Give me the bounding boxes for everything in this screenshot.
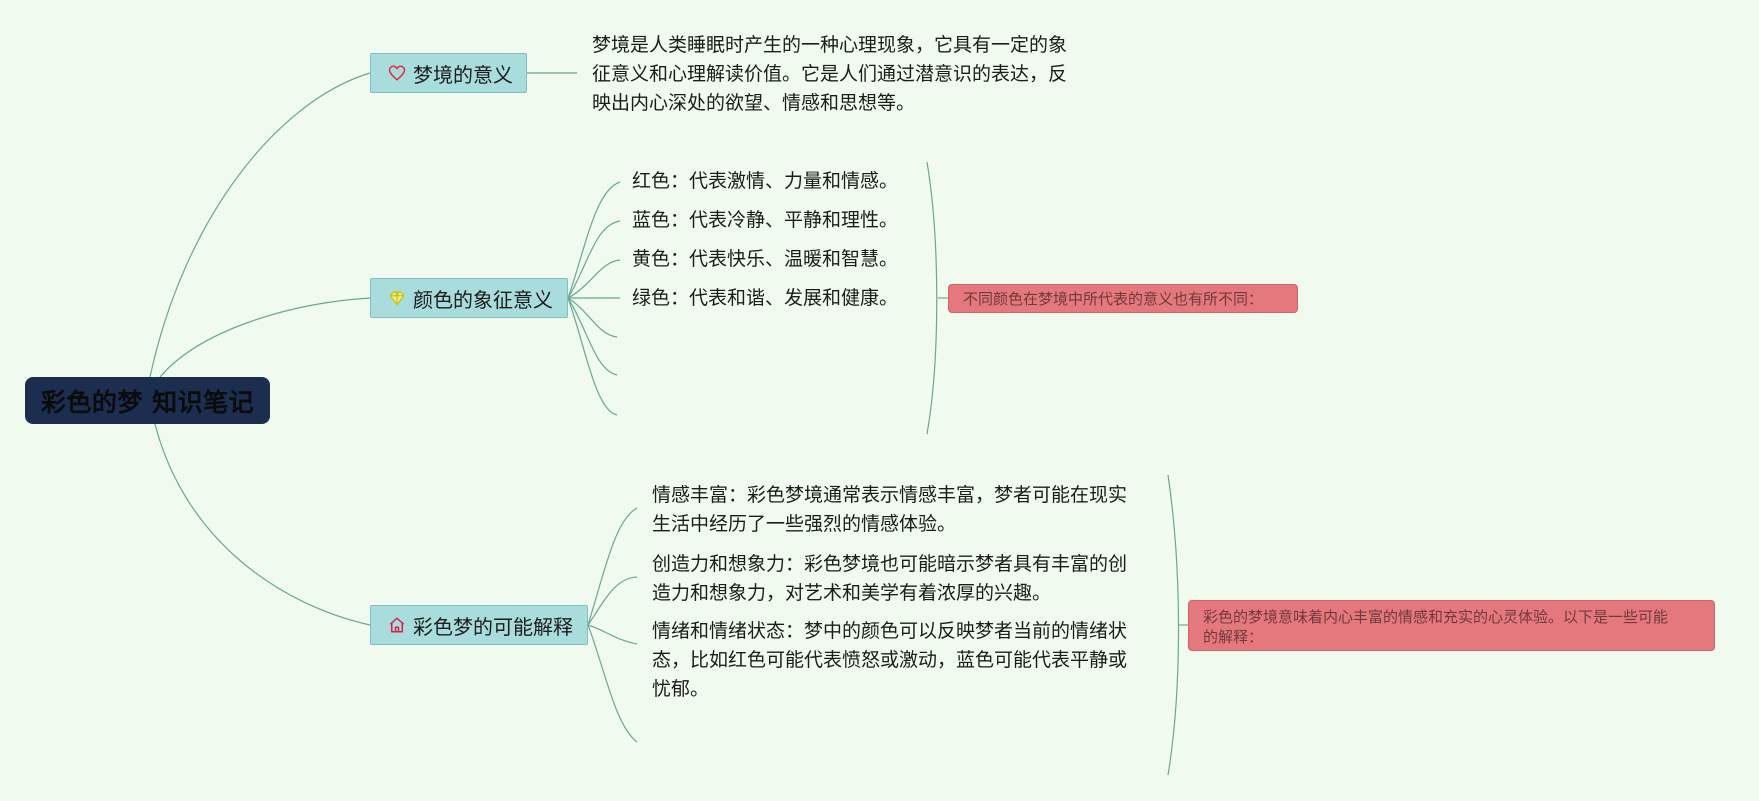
color-summary-note[interactable]: 不同颜色在梦境中所代表的意义也有所不同： — [948, 284, 1298, 313]
house-icon-svg — [389, 617, 405, 633]
item-line: 态，比如红色可能代表愤怒或激动，蓝色可能代表平静或 — [652, 649, 1128, 671]
note-line: 不同颜色在梦境中所代表的意义也有所不同： — [963, 290, 1264, 308]
item-line: 忧郁。 — [652, 678, 710, 700]
item-line: 生活中经历了一些强烈的情感体验。 — [652, 513, 957, 535]
diamond-icon — [387, 288, 407, 308]
connector-interpret-item-1 — [587, 507, 638, 626]
connector-interpret-bracket — [1167, 474, 1180, 776]
detail-line: 征意义和心理解读价值。它是人们通过潜意识的表达，反 — [592, 63, 1068, 85]
item-line: 情感丰富：彩色梦境通常表示情感丰富，梦者可能在现实 — [652, 484, 1128, 506]
branch-label: 颜色的象征意义 — [413, 287, 553, 312]
branch-color-symbolism[interactable]: 颜色的象征意义 — [370, 278, 568, 318]
branch-dream-meaning[interactable]: 梦境的意义 — [370, 53, 527, 93]
item-line: 造力和想象力，对艺术和美学有着浓厚的兴趣。 — [652, 582, 1052, 604]
diamond-icon-svg — [389, 291, 405, 306]
connector-color-item-1 — [567, 181, 621, 299]
connector-color-item-3 — [567, 259, 621, 299]
branch-label: 梦境的意义 — [413, 62, 513, 87]
interpretation-creativity: 创造力和想象力：彩色梦境也可能暗示梦者具有丰富的创 造力和想象力，对艺术和美学有… — [652, 550, 1127, 608]
detail-line: 梦境是人类睡眠时产生的一种心理现象，它具有一定的象 — [592, 34, 1068, 56]
interpretation-emotion: 情感丰富：彩色梦境通常表示情感丰富，梦者可能在现实 生活中经历了一些强烈的情感体… — [652, 481, 1127, 539]
branch-possible-interpretations[interactable]: 彩色梦的可能解释 — [370, 605, 588, 645]
connector-color-item-7 — [567, 297, 618, 416]
connector-interpret-item-2 — [587, 576, 638, 626]
color-item-yellow: 黄色：代表快乐、温暖和智慧。 — [632, 248, 899, 270]
connector-root-to-interpret — [154, 423, 371, 626]
connector-interpret-item-3 — [587, 624, 638, 645]
house-icon — [387, 615, 407, 635]
item-line: 情绪和情绪状态：梦中的颜色可以反映梦者当前的情绪状 — [652, 620, 1128, 642]
heart-icon-svg — [388, 65, 406, 81]
connector-color-item-5 — [567, 297, 618, 338]
detail-line: 映出内心深处的欲望、情感和思想等。 — [592, 92, 916, 114]
color-item-green: 绿色：代表和谐、发展和健康。 — [632, 287, 899, 309]
interpretation-mood: 情绪和情绪状态：梦中的颜色可以反映梦者当前的情绪状 态，比如红色可能代表愤怒或激… — [652, 617, 1127, 704]
note-line: 彩色的梦境意味着内心丰富的情感和充实的心灵体验。以下是一些可能 — [1203, 608, 1669, 626]
connector-color-item-6 — [567, 297, 618, 376]
heart-icon — [387, 63, 407, 83]
root-topic[interactable]: 彩色的梦 知识笔记 — [25, 377, 270, 424]
connector-interpret-item-4 — [587, 624, 638, 743]
item-line: 创造力和想象力：彩色梦境也可能暗示梦者具有丰富的创 — [652, 553, 1128, 575]
connector-root-to-meaning — [149, 72, 371, 378]
color-item-blue: 蓝色：代表冷静、平静和理性。 — [632, 209, 899, 231]
connector-root-to-color — [159, 297, 371, 378]
connector-color-item-2 — [567, 220, 621, 299]
dream-meaning-detail: 梦境是人类睡眠时产生的一种心理现象，它具有一定的象 征意义和心理解读价值。它是人… — [592, 31, 1067, 118]
note-line: 的解释： — [1203, 628, 1264, 646]
interpretation-summary-note[interactable]: 彩色的梦境意味着内心丰富的情感和充实的心灵体验。以下是一些可能 的解释： — [1188, 600, 1715, 651]
branch-label: 彩色梦的可能解释 — [413, 614, 573, 639]
color-item-red: 红色：代表激情、力量和情感。 — [632, 170, 899, 192]
connector-color-bracket — [926, 161, 938, 435]
